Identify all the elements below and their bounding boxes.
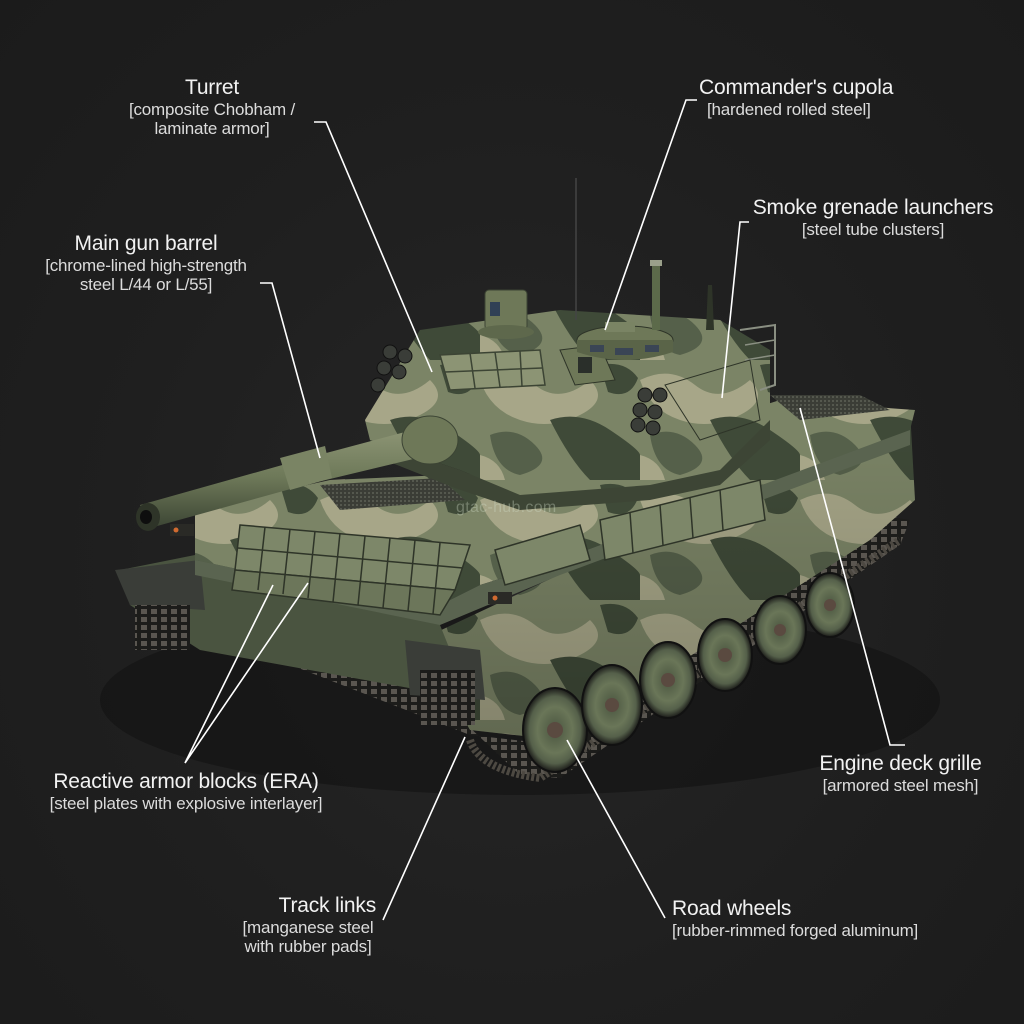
leader-lines xyxy=(184,99,905,921)
smoke-launchers-right xyxy=(630,359,761,441)
road-wheels xyxy=(522,572,855,773)
label-road-wheels: Road wheels [rubber-rimmed forged alumin… xyxy=(672,897,918,940)
label-material: [composite Chobham / xyxy=(128,99,296,119)
gunner-sight xyxy=(478,289,534,339)
label-main-gun-barrel: Main gun barrel [chrome-lined high-stren… xyxy=(26,232,266,294)
front-grille xyxy=(320,478,465,510)
headlight-left xyxy=(170,524,194,536)
label-material: [steel plates with explosive interlayer] xyxy=(49,793,323,813)
label-engine-deck-grille: Engine deck grille [armored steel mesh] xyxy=(808,752,993,795)
commanders-cupola xyxy=(576,322,674,360)
sensor-mast xyxy=(652,265,660,330)
label-material: [rubber-rimmed forged aluminum] xyxy=(672,920,919,940)
label-title: Main gun barrel xyxy=(74,232,218,255)
label-material: [armored steel mesh] xyxy=(822,775,979,795)
label-material: [steel tube clusters] xyxy=(801,219,945,239)
smoke-launchers-left xyxy=(370,344,413,393)
leader-main-gun xyxy=(260,282,321,459)
label-smoke-grenade-launchers: Smoke grenade launchers [steel tube clus… xyxy=(748,196,998,239)
leader-era xyxy=(184,582,309,764)
turret xyxy=(365,310,770,510)
leader-track-links xyxy=(382,736,466,921)
label-title: Road wheels xyxy=(672,897,792,920)
label-title: Turret xyxy=(184,76,240,99)
leader-smoke xyxy=(721,221,749,399)
label-reactive-armor: Reactive armor blocks (ERA) [steel plate… xyxy=(26,770,346,813)
label-material: [chrome-lined high-strength xyxy=(45,255,247,275)
label-material: with rubber pads] xyxy=(244,936,372,956)
label-turret: Turret [composite Chobham / laminate arm… xyxy=(112,76,312,138)
era-blocks xyxy=(231,479,766,616)
leader-engine-grille xyxy=(799,407,905,746)
headlight-right xyxy=(488,592,512,604)
label-track-links: Track links [manganese steel with rubber… xyxy=(228,894,388,956)
antenna-base xyxy=(706,285,714,330)
main-gun-barrel xyxy=(136,415,459,531)
label-material: laminate armor] xyxy=(154,118,270,138)
watermark: gtac-hub.com xyxy=(456,499,557,516)
label-title: Smoke grenade launchers xyxy=(752,196,994,219)
label-material: [manganese steel xyxy=(242,917,374,937)
label-title: Engine deck grille xyxy=(819,752,982,775)
label-material: steel L/44 or L/55] xyxy=(79,274,213,294)
leader-turret xyxy=(314,121,433,373)
label-title: Commander's cupola xyxy=(699,76,894,99)
label-commanders-cupola: Commander's cupola [hardened rolled stee… xyxy=(699,76,893,119)
label-material: [hardened rolled steel] xyxy=(707,99,871,119)
label-title: Reactive armor blocks (ERA) xyxy=(53,770,319,793)
track-assembly xyxy=(130,515,910,783)
leader-road-wheels xyxy=(566,739,666,919)
label-title: Track links xyxy=(278,894,377,917)
engine-deck-grille xyxy=(770,395,890,420)
leader-cupola xyxy=(604,99,697,331)
